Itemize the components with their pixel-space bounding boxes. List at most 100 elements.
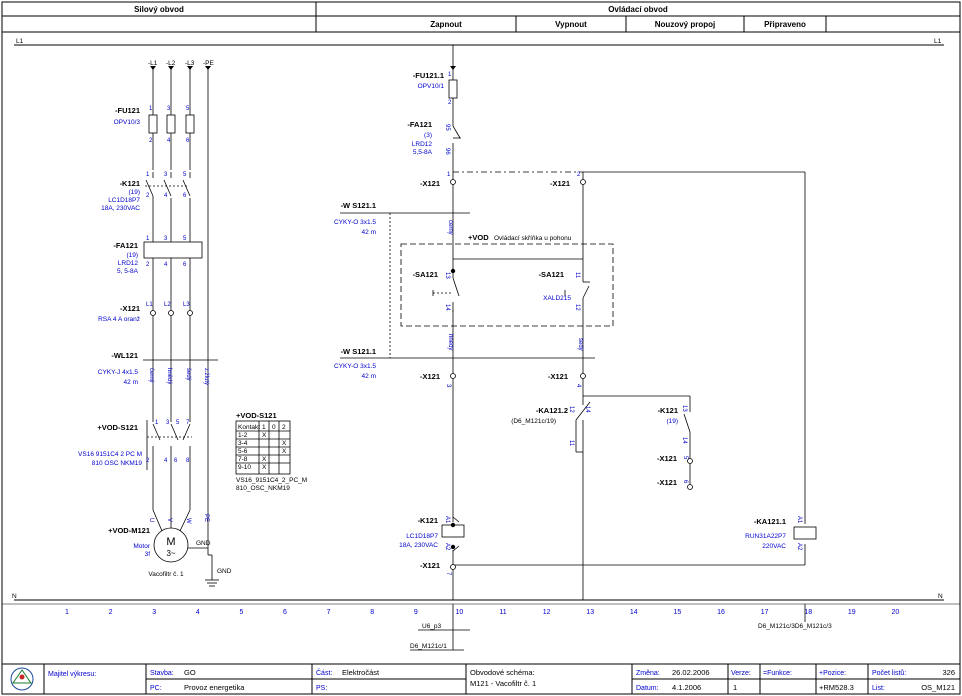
header-col-zapnout: Zapnout: [430, 20, 462, 29]
fu121-pin-3: 3: [167, 106, 171, 112]
k121-coil-pin-a2: A2: [444, 543, 450, 551]
x121-ctrl-4-pin: 4: [575, 384, 581, 388]
s121-pin-2: 2: [146, 458, 150, 464]
xref-col18: D6_M121c/3D6_M121c/3: [758, 623, 832, 630]
ka121-1-pin-a2: A2: [796, 543, 802, 551]
x121-ctrl-1-tag: -X121: [420, 179, 440, 188]
motor-caption: Vacofiltr č. 1: [148, 571, 184, 578]
control-circuit: -FU121.1 OPV10/1 1 2 -FA121 (3) LRD12 5,…: [334, 45, 817, 600]
tb-datum-label: Datum:: [636, 685, 659, 692]
header-col-nouzovy: Nouzový propoj: [655, 20, 715, 29]
wl121-core-4: z.žlutý: [203, 368, 209, 385]
header-power-title: Silový obvod: [134, 5, 184, 14]
fa121-pin-2: 2: [146, 262, 150, 268]
wl121-core-3: šedý: [185, 368, 191, 381]
x121-power-type: RSA 4 A oranž: [98, 316, 140, 323]
tb-pozice-label: +Pozice:: [819, 670, 846, 677]
column-number: 2: [109, 609, 113, 616]
column-number: 8: [370, 609, 374, 616]
rail-n-label-right: N: [938, 593, 943, 600]
motor-gnd-label: GND: [196, 540, 211, 547]
fu121-1-pin-1: 1: [448, 72, 452, 78]
motor-phase-symbol: 3~: [166, 549, 175, 558]
tb-pc-label: PC:: [150, 685, 162, 692]
company-logo: [10, 667, 34, 691]
fa121-ctrl-ref: (3): [424, 132, 432, 139]
tb-list-label: List:: [872, 685, 885, 692]
ws121-top-tag: -W S121.1: [341, 201, 376, 210]
k121-pin-5: 5: [183, 172, 187, 178]
s121-pin-3: 3: [166, 420, 170, 426]
column-number: 20: [892, 609, 900, 616]
table-cell: 7-8: [238, 456, 248, 463]
xref-col10-top: U6_p3: [422, 623, 442, 630]
x121-power-pin-l1: L1: [146, 302, 153, 308]
ws121-top-type2: 42 m: [362, 229, 376, 236]
k121-aux-pin-14: 14: [681, 437, 687, 444]
motor-letter: M: [166, 536, 175, 548]
k121-pin-4: 4: [164, 193, 168, 199]
power-circuit: -L1 -L2 -L3 -PE -FU121 OPV10/3 1 3 5 2 4…: [78, 60, 307, 587]
ws121-bot-tag: -W S121.1: [341, 347, 376, 356]
m121-tag: +VOD-M121: [108, 526, 150, 535]
ka121-2-pin-14: 14: [584, 406, 590, 413]
ka121-2-tag: -KA121.2: [536, 406, 568, 415]
wl121-core-2: hnědý: [166, 368, 172, 384]
tb-pocet-label: Počet listů:: [872, 669, 906, 677]
x121-ctrl-5-tag: -X121: [657, 454, 677, 463]
s121-type2: 810 OSC NKM19: [92, 460, 143, 467]
rail-l1-label-left: L1: [16, 38, 24, 45]
k121-coil-type1: LC1D18P7: [406, 533, 438, 540]
ka121-1-type1: RUN31A22P7: [745, 533, 786, 540]
fa121-ctrl-type1: LRD12: [412, 141, 433, 148]
tb-cast-label: Část:: [316, 668, 332, 677]
fa121-ref: (19): [126, 252, 138, 259]
k121-ref: (19): [128, 189, 140, 196]
ground-label: GND: [217, 568, 232, 575]
s121-table-note1: VS16_9151C4_2_PC_M: [236, 477, 307, 484]
motor-term-v: V: [166, 518, 172, 522]
fa121-pin-3: 3: [164, 236, 168, 242]
k121-aux-tag: -K121: [658, 406, 678, 415]
s121-type1: VS16 9151C4 2 PC M: [78, 451, 142, 458]
xref-col10-bottom: D6_M121c/1: [410, 643, 447, 650]
table-header-cell: 1: [262, 424, 266, 431]
tb-owner-label: Majitel výkresu:: [48, 671, 96, 678]
phase-l1: -L1: [148, 60, 158, 67]
fa121-type2: 5, 5-8A: [117, 268, 139, 275]
table-cell: 5-6: [238, 448, 248, 455]
motor-term-pe: PE: [203, 514, 209, 522]
k121-aux-pin-13: 13: [681, 405, 687, 412]
vod-description: Ovládací skříňka u pohonu: [494, 235, 572, 242]
rail-l1-label-right: L1: [934, 38, 942, 45]
x121-power-pin-l2: L2: [164, 302, 171, 308]
sa121-start-pin-13: 13: [444, 272, 450, 279]
fa121-tag: -FA121: [113, 241, 138, 250]
ka121-2-pin-11: 11: [568, 440, 574, 447]
ka121-2-ref: (D6_M121c/19): [511, 418, 556, 425]
x121-ctrl-7-pin: 7: [445, 572, 451, 576]
k121-pin-2: 2: [146, 193, 150, 199]
fu121-type: OPV10/3: [114, 119, 141, 126]
ws121-bot-core-2: šedý: [577, 338, 583, 351]
x121-ctrl-3-pin: 3: [445, 384, 451, 388]
fu121-pin-2: 2: [149, 138, 153, 144]
k121-type2: 18A, 230VAC: [101, 205, 140, 212]
s121-tag: +VOD-S121: [97, 423, 138, 432]
sa121-stop-pin-11: 11: [574, 272, 580, 279]
fu121-pin-4: 4: [167, 138, 171, 144]
column-number: 6: [283, 609, 287, 616]
x121-ctrl-1-pin: 1: [447, 172, 451, 178]
k121-pin-1: 1: [146, 172, 150, 178]
k121-tag: -K121: [120, 179, 140, 188]
tb-funkce-label: =Funkce:: [763, 670, 792, 677]
table-cell: X: [262, 464, 267, 471]
fu121-tag: -FU121: [115, 106, 140, 115]
motor-term-w: W: [185, 518, 191, 524]
fa121-pin-5: 5: [183, 236, 187, 242]
column-number: 13: [586, 609, 594, 616]
fa121-type1: LRD12: [118, 260, 139, 267]
column-number: 5: [239, 609, 243, 616]
